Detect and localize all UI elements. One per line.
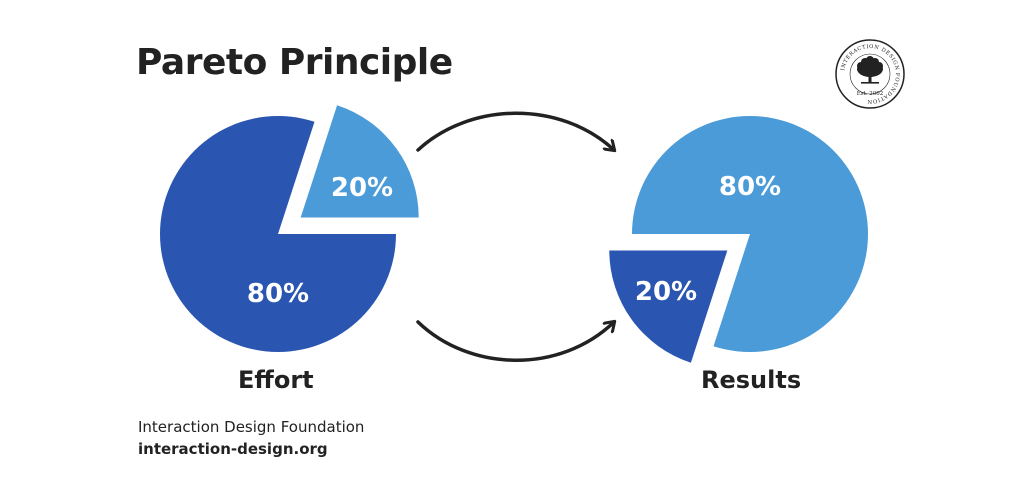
effort-small-label: 20% xyxy=(331,173,393,203)
results-caption: Results xyxy=(701,366,802,394)
results-small-label: 20% xyxy=(635,277,697,307)
effort-large-label: 80% xyxy=(247,279,309,309)
page-title: Pareto Principle xyxy=(136,42,453,83)
effort-small-slice xyxy=(300,105,419,218)
arrow-top-icon xyxy=(416,111,614,150)
effort-caption: Effort xyxy=(238,366,314,394)
effort-large-slice xyxy=(160,116,396,353)
arrow-bottom-icon xyxy=(416,322,614,362)
tree-icon xyxy=(857,56,883,84)
results-large-label: 80% xyxy=(719,172,781,202)
logo-est-text: Est. 2002 xyxy=(857,91,884,97)
results-small-slice xyxy=(609,250,728,363)
footer-organization: Interaction Design Foundation xyxy=(138,418,365,436)
idf-logo: INTERACTION DESIGN FOUNDATION Est. 2002 xyxy=(835,39,905,109)
footer-url: interaction-design.org xyxy=(138,440,328,458)
results-large-slice xyxy=(632,115,868,352)
